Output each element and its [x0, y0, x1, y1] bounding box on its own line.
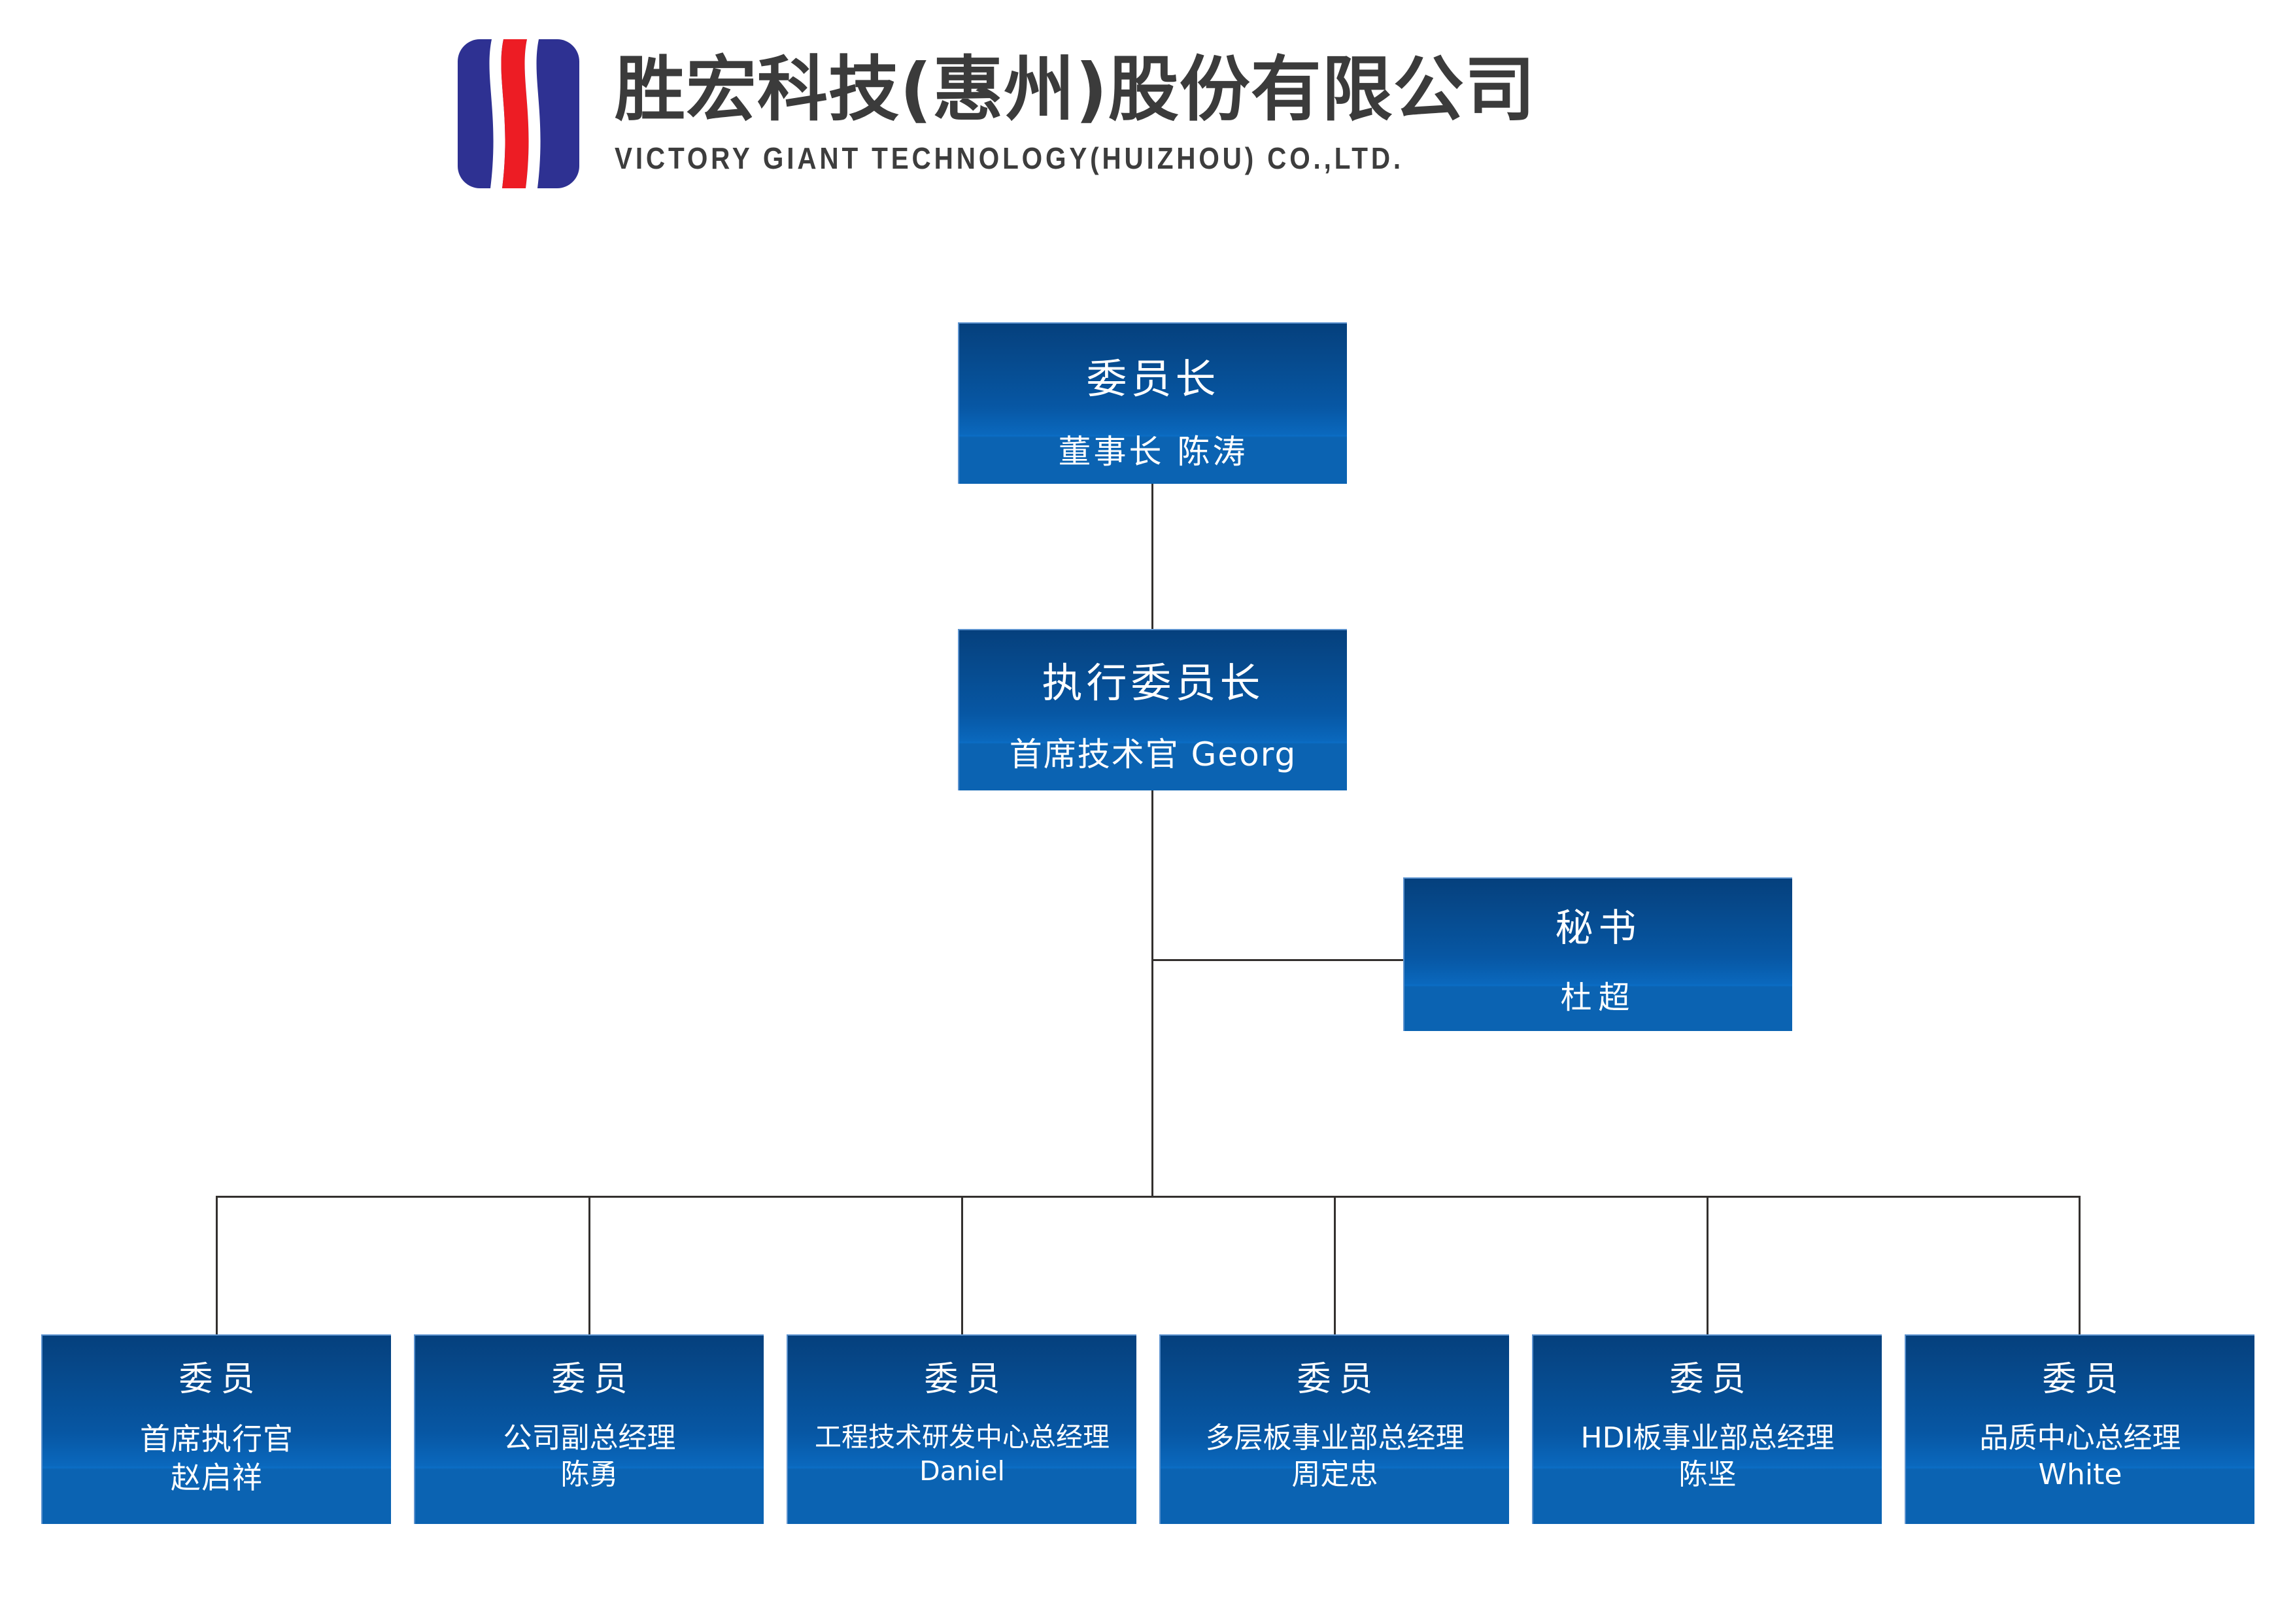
- node-member-1-title: 委员: [178, 1360, 263, 1399]
- node-member-5-role: HDI板事业部总经理: [1580, 1421, 1835, 1455]
- node-secretary-title: 秘书: [1555, 905, 1642, 950]
- node-member-4-detail: 多层板事业部总经理 周定忠: [1206, 1420, 1465, 1494]
- node-executive-chairman[interactable]: 执行委员长 首席技术官 Georg: [958, 629, 1347, 790]
- connector-exec-to-secretary: [1151, 959, 1404, 961]
- node-member-1-name: 赵启祥: [171, 1459, 263, 1495]
- node-member-4-title: 委员: [1297, 1360, 1381, 1399]
- node-member-2-detail: 公司副总经理 陈勇: [503, 1420, 676, 1494]
- connector-drop-member-6: [2079, 1196, 2081, 1334]
- node-member-1-detail: 首席执行官 赵启祥: [140, 1420, 294, 1497]
- node-member-6[interactable]: 委员 品质中心总经理 White: [1905, 1334, 2254, 1524]
- node-member-3-title: 委员: [924, 1360, 1008, 1399]
- node-member-2[interactable]: 委员 公司副总经理 陈勇: [414, 1334, 764, 1524]
- company-name-en: VICTORY GIANT TECHNOLOGY(HUIZHOU) CO.,LT…: [615, 141, 1404, 175]
- node-member-4-role: 多层板事业部总经理: [1205, 1421, 1465, 1455]
- node-member-3-role: 工程技术研发中心总经理: [815, 1421, 1110, 1453]
- company-logo-icon: [458, 39, 579, 188]
- node-member-6-name: White: [2038, 1458, 2122, 1492]
- node-member-2-title: 委员: [551, 1360, 636, 1399]
- node-chairman-title: 委员长: [1086, 355, 1220, 403]
- node-member-5-detail: HDI板事业部总经理 陈坚: [1581, 1420, 1835, 1494]
- node-member-4[interactable]: 委员 多层板事业部总经理 周定忠: [1159, 1334, 1509, 1524]
- connector-exec-trunk: [1151, 790, 1153, 1197]
- node-member-2-name: 陈勇: [560, 1458, 619, 1492]
- node-member-2-role: 公司副总经理: [503, 1421, 676, 1455]
- node-member-1[interactable]: 委员 首席执行官 赵启祥: [41, 1334, 391, 1524]
- connector-drop-member-5: [1707, 1196, 1708, 1334]
- node-chairman-subtitle: 董事长 陈涛: [1058, 433, 1248, 471]
- company-header: 胜宏科技(惠州)股份有限公司 VICTORY GIANT TECHNOLOGY(…: [458, 39, 1536, 188]
- node-member-6-role: 品质中心总经理: [1979, 1421, 2181, 1455]
- node-chairman[interactable]: 委员长 董事长 陈涛: [958, 322, 1347, 484]
- node-executive-chairman-subtitle: 首席技术官 Georg: [1009, 736, 1297, 773]
- node-executive-chairman-title: 执行委员长: [1042, 659, 1265, 707]
- company-name-cn: 胜宏科技(惠州)股份有限公司: [615, 48, 1536, 131]
- node-secretary[interactable]: 秘书 杜超: [1403, 877, 1792, 1031]
- connector-drop-member-1: [216, 1196, 218, 1334]
- node-member-5-title: 委员: [1669, 1360, 1754, 1399]
- node-member-3-detail: 工程技术研发中心总经理 Daniel: [815, 1420, 1110, 1489]
- connector-distribution-bar: [216, 1196, 2079, 1198]
- connector-drop-member-2: [588, 1196, 590, 1334]
- connector-drop-member-3: [961, 1196, 963, 1334]
- connector-chairman-to-exec: [1151, 484, 1153, 629]
- node-member-1-role: 首席执行官: [140, 1421, 294, 1457]
- node-member-6-detail: 品质中心总经理 White: [1980, 1420, 2181, 1494]
- node-member-6-title: 委员: [2042, 1360, 2126, 1399]
- node-secretary-subtitle: 杜超: [1560, 979, 1637, 1016]
- node-member-5[interactable]: 委员 HDI板事业部总经理 陈坚: [1532, 1334, 1882, 1524]
- node-member-4-name: 周定忠: [1291, 1458, 1378, 1492]
- connector-drop-member-4: [1334, 1196, 1336, 1334]
- company-name-block: 胜宏科技(惠州)股份有限公司 VICTORY GIANT TECHNOLOGY(…: [615, 48, 1536, 177]
- node-member-3[interactable]: 委员 工程技术研发中心总经理 Daniel: [787, 1334, 1136, 1524]
- node-member-5-name: 陈坚: [1678, 1458, 1737, 1492]
- node-member-3-name: Daniel: [919, 1455, 1005, 1487]
